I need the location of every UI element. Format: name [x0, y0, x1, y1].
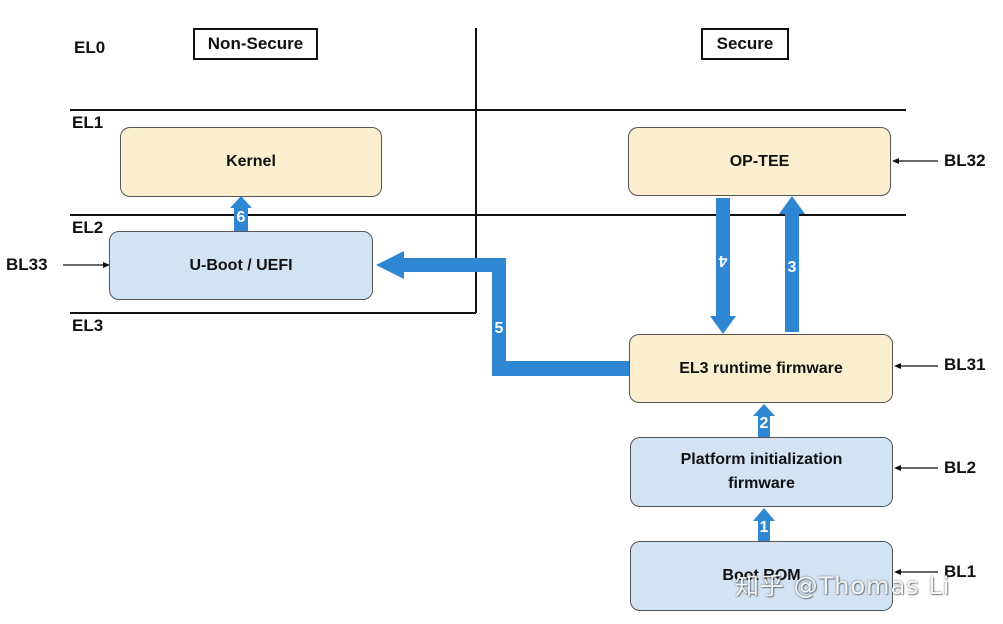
el3-runtime-firmware-box: EL3 runtime firmware	[629, 334, 893, 403]
bl32-pointer-head	[892, 158, 899, 164]
step-3-number: 3	[787, 259, 797, 276]
bl1-pointer-head	[894, 569, 901, 575]
step-6-arrow	[230, 196, 252, 231]
bl1-label: BL1	[944, 562, 977, 581]
boot-rom-box: Boot ROM	[630, 541, 893, 611]
bl31-label: BL31	[944, 355, 986, 374]
step-2-arrow	[753, 404, 775, 437]
bl33-label: BL33	[6, 255, 48, 274]
bl31-pointer-head	[894, 363, 901, 369]
uboot-uefi-box: U-Boot / UEFI	[109, 231, 373, 300]
kernel-box: Kernel	[120, 127, 382, 197]
step-5-number: 5	[494, 320, 504, 337]
zhihu-watermark: 知乎 @Thomas Li	[735, 572, 951, 600]
secure-header: Secure	[701, 28, 789, 60]
step-4-arrow	[710, 198, 736, 334]
platform-init-label-line2: firmware	[728, 475, 795, 492]
step-5-arrow	[376, 251, 629, 376]
platform-init-label-line1: Platform initialization	[680, 451, 843, 468]
step-6-number: 6	[236, 209, 246, 226]
el0-label: EL0	[74, 38, 106, 57]
el3-runtime-firmware-label: EL3 runtime firmware	[679, 359, 843, 377]
step-1-arrow	[753, 508, 775, 541]
step-3-arrow	[779, 196, 805, 332]
el1-label: EL1	[72, 113, 104, 132]
bl2-label: BL2	[944, 458, 977, 477]
uboot-uefi-label: U-Boot / UEFI	[189, 256, 293, 274]
platform-init-firmware-box: Platform initialization firmware	[630, 437, 893, 507]
boot-rom-label: Boot ROM	[722, 567, 801, 584]
bl2-pointer-head	[894, 465, 901, 471]
bl32-label: BL32	[944, 151, 986, 170]
el3-label: EL3	[72, 316, 104, 335]
kernel-label: Kernel	[226, 153, 276, 170]
optee-label: OP-TEE	[729, 152, 790, 170]
non-secure-header: Non-Secure	[193, 28, 318, 60]
step-2-number: 2	[759, 415, 769, 432]
optee-box: OP-TEE	[628, 127, 891, 196]
step-1-number: 1	[759, 519, 769, 536]
step-4-number: 4	[718, 252, 728, 269]
el2-label: EL2	[72, 218, 104, 237]
bl33-pointer-head	[103, 262, 110, 268]
